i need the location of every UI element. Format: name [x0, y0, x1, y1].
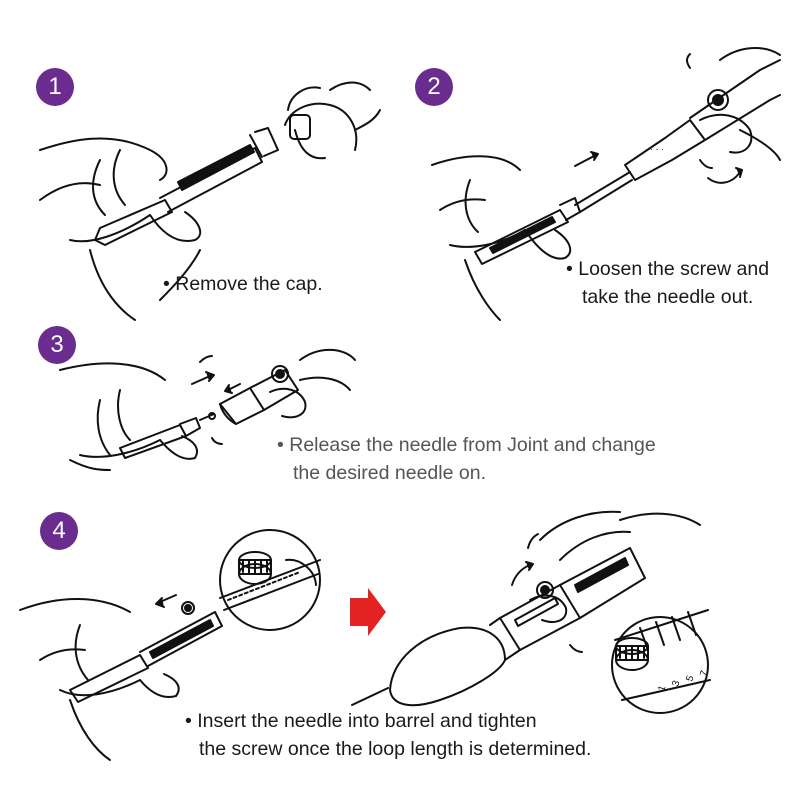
rotate-arrow-icon [707, 171, 741, 184]
caption-line: • Release the needle from Joint and chan… [277, 434, 656, 456]
punch-needle-pen-icon [69, 601, 223, 703]
magnifier-inset [219, 529, 321, 631]
scale-label-5: 5 [684, 674, 696, 683]
step-3-caption: • Release the needle from Joint and chan… [277, 431, 656, 487]
punch-needle-pen-icon [94, 127, 279, 246]
step-2-caption: • Loosen the screw and take the needle o… [566, 255, 769, 311]
step-1-illustration [39, 81, 381, 321]
punch-needle-pen-icon: · · · [474, 59, 781, 265]
punch-needle-pen-icon [351, 547, 646, 707]
direction-arrow-icon [191, 375, 211, 385]
caption-line: • Insert the needle into barrel and tigh… [185, 710, 537, 732]
caption-line: • Loosen the screw and [566, 258, 770, 280]
hand-icon [39, 137, 202, 321]
hand-icon [699, 47, 781, 161]
direction-arrow-icon [159, 594, 177, 603]
hand-icon [19, 598, 180, 761]
hand-icon [529, 510, 701, 623]
step-3-illustration [59, 348, 356, 471]
step-badge-4: 4 [40, 512, 78, 550]
caption-line: • Remove the cap. [163, 273, 323, 295]
caption-line: the screw once the loop length is determ… [199, 738, 592, 760]
punch-needle-pen-icon [119, 365, 299, 459]
step-4-left-illustration [19, 529, 321, 761]
rotate-arrow-icon [511, 564, 531, 586]
step-4-caption: • Insert the needle into barrel and tigh… [185, 707, 591, 763]
step-badge-2: 2 [415, 68, 453, 106]
red-arrow-icon [350, 588, 386, 636]
hand-icon [59, 362, 199, 471]
caption-line: the desired needle on. [293, 462, 486, 484]
step-badge-3: 3 [38, 326, 76, 364]
svg-text:· · ·: · · · [650, 144, 664, 154]
direction-arrow-icon [574, 154, 597, 167]
scale-label-1: 1 [656, 684, 668, 693]
scale-label-3: 3 [670, 679, 682, 688]
caption-line: take the needle out. [582, 286, 754, 308]
step-badge-1: 1 [36, 68, 74, 106]
arrow-head-icon [590, 151, 599, 161]
hand-icon [269, 348, 356, 419]
scale-label-7: 7 [698, 669, 710, 678]
step-2-illustration: · · · [431, 47, 781, 321]
step-1-caption: • Remove the cap. [163, 270, 323, 298]
hand-icon [284, 81, 381, 160]
